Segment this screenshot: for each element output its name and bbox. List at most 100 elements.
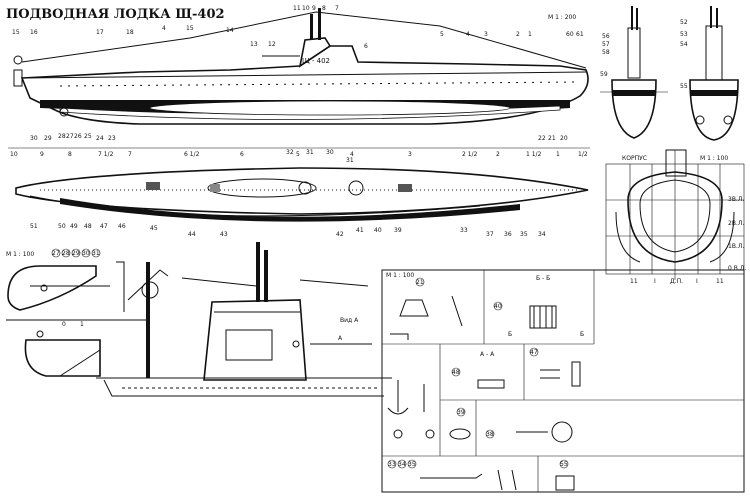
svg-text:45: 45 — [150, 225, 158, 232]
conning-tower — [298, 37, 332, 68]
body-section-view: КОРПУС М 1 : 100 3В.Л. 2В.Л. 1В.Л. 0 В.Л… — [605, 149, 746, 285]
svg-text:40: 40 — [494, 303, 502, 310]
svg-text:48: 48 — [452, 369, 460, 376]
svg-text:9: 9 — [312, 5, 316, 12]
svg-text:39: 39 — [457, 409, 465, 416]
svg-text:10: 10 — [10, 151, 18, 158]
svg-text:56: 56 — [602, 33, 610, 40]
svg-text:44: 44 — [188, 231, 196, 238]
svg-text:13: 13 — [250, 41, 258, 48]
svg-text:41: 41 — [356, 227, 364, 234]
svg-text:31: 31 — [306, 149, 314, 156]
svg-text:33: 33 — [460, 227, 468, 234]
deck-holes — [59, 81, 581, 87]
svg-text:М 1 : 100: М 1 : 100 — [700, 155, 728, 162]
svg-text:0: 0 — [62, 321, 66, 328]
hull-marking-text: Щ - 402 — [302, 57, 330, 65]
svg-text:31: 31 — [346, 157, 354, 164]
svg-text:29: 29 — [44, 135, 52, 142]
svg-text:37: 37 — [486, 231, 494, 238]
svg-text:52: 52 — [680, 19, 688, 26]
svg-text:40: 40 — [374, 227, 382, 234]
svg-text:Б: Б — [580, 331, 584, 338]
svg-text:28: 28 — [58, 133, 66, 140]
svg-text:29: 29 — [72, 250, 80, 257]
svg-text:47: 47 — [530, 349, 538, 356]
svg-text:Б: Б — [508, 331, 512, 338]
svg-text:33: 33 — [388, 461, 396, 468]
svg-text:48: 48 — [84, 223, 92, 230]
svg-text:59: 59 — [600, 71, 608, 78]
svg-text:58: 58 — [602, 49, 610, 56]
profile-callouts-top: 15 16 17 18 4 15 14 13 12 11 10 9 8 7 6 … — [12, 5, 584, 50]
rear-propeller-icon — [695, 115, 705, 125]
svg-text:61: 61 — [576, 31, 584, 38]
svg-text:55: 55 — [560, 461, 568, 468]
svg-text:27: 27 — [52, 250, 60, 257]
svg-text:8: 8 — [322, 5, 326, 12]
scale-main-label: М 1 : 200 — [548, 14, 576, 21]
svg-text:4: 4 — [466, 31, 470, 38]
svg-text:1В.Л.: 1В.Л. — [728, 243, 744, 250]
svg-text:5: 5 — [296, 151, 300, 158]
svg-text:32: 32 — [286, 149, 294, 156]
svg-text:15: 15 — [186, 25, 194, 32]
svg-text:М 1 : 100: М 1 : 100 — [6, 251, 34, 258]
periscope-2 — [318, 8, 321, 40]
svg-text:21: 21 — [548, 135, 556, 142]
svg-text:11: 11 — [293, 5, 301, 12]
svg-text:6 1/2: 6 1/2 — [184, 151, 200, 158]
svg-text:23: 23 — [108, 135, 116, 142]
svg-text:35: 35 — [520, 231, 528, 238]
rear-propeller-icon-2 — [723, 115, 733, 125]
svg-text:22: 22 — [538, 135, 546, 142]
svg-text:21: 21 — [416, 279, 424, 286]
svg-text:1: 1 — [80, 321, 84, 328]
svg-text:55: 55 — [680, 83, 688, 90]
propeller-icon — [59, 107, 69, 117]
sheet-title: ПОДВОДНАЯ ЛОДКА Щ-402 — [6, 7, 225, 22]
deck-line — [21, 71, 587, 79]
svg-text:50: 50 — [58, 223, 66, 230]
svg-text:16: 16 — [30, 29, 38, 36]
svg-text:Д.П.: Д.П. — [670, 278, 683, 285]
svg-text:3: 3 — [484, 31, 488, 38]
svg-text:34: 34 — [398, 461, 406, 468]
svg-text:30: 30 — [82, 250, 90, 257]
svg-text:24: 24 — [96, 135, 104, 142]
svg-text:30: 30 — [326, 149, 334, 156]
rudder — [13, 69, 23, 87]
section-heading: КОРПУС — [622, 155, 647, 162]
conning-elevation: Вид А А — [96, 242, 392, 397]
svg-text:9: 9 — [40, 151, 44, 158]
left-details: М 1 : 100 27 28 29 30 31 0 1 — [6, 248, 169, 377]
gun-mount — [292, 340, 300, 348]
svg-text:А - А: А - А — [480, 351, 495, 358]
stern-flag — [13, 55, 23, 65]
svg-text:38: 38 — [486, 431, 494, 438]
svg-text:2 1/2: 2 1/2 — [462, 151, 478, 158]
svg-text:57: 57 — [602, 41, 610, 48]
svg-text:43: 43 — [220, 231, 228, 238]
front-view: 56 57 58 59 — [600, 6, 668, 139]
svg-text:2: 2 — [496, 151, 500, 158]
svg-text:10: 10 — [302, 5, 310, 12]
svg-text:20: 20 — [560, 135, 568, 142]
svg-text:42: 42 — [336, 231, 344, 238]
svg-text:3В.Л.: 3В.Л. — [728, 196, 744, 203]
svg-text:53: 53 — [680, 31, 688, 38]
frame-marks: 10 9 8 7 1/2 7 6 1/2 6 5 4 3 2 1/2 2 1 1… — [8, 147, 590, 158]
svg-text:47: 47 — [100, 223, 108, 230]
svg-text:34: 34 — [538, 231, 546, 238]
svg-text:11: 11 — [716, 278, 724, 285]
svg-text:35: 35 — [408, 461, 416, 468]
svg-text:Б - Б: Б - Б — [536, 275, 550, 282]
svg-text:А: А — [338, 335, 343, 342]
svg-text:14: 14 — [226, 27, 234, 34]
svg-text:6: 6 — [364, 43, 368, 50]
svg-text:27: 27 — [66, 133, 74, 140]
svg-text:Вид А: Вид А — [340, 317, 359, 324]
svg-text:30: 30 — [30, 135, 38, 142]
keel-ellipse — [149, 100, 511, 116]
svg-text:М 1 : 100: М 1 : 100 — [386, 272, 414, 279]
